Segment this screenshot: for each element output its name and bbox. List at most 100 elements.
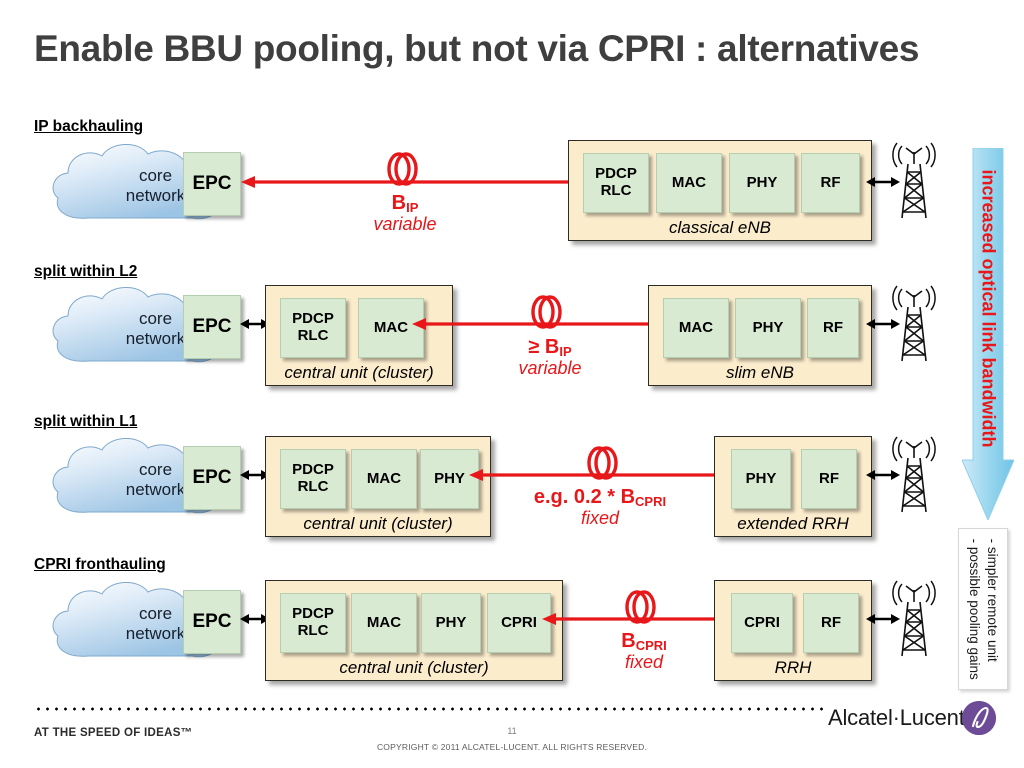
link-symbol-row-2: B	[544, 336, 560, 358]
benefits-note-line-2: - possible pooling gains	[967, 538, 982, 680]
increased-bandwidth-arrow-label: increased optical link bandwidth	[978, 168, 999, 448]
remote-caption-row-1: classical eNB	[668, 218, 772, 237]
cloud-line1-row-4: core	[138, 603, 173, 623]
fiber-coil-icon-row-4	[625, 590, 656, 624]
remote-panel-row-3: PHY RF extended RRH	[714, 436, 872, 537]
remote-caption-row-2: slim eNB	[725, 363, 794, 382]
link-subscript-row-3: CPRI	[635, 494, 667, 509]
cloud-text-row-4: core network	[46, 578, 231, 670]
remote-block-rf-row-2[interactable]: RF	[807, 298, 859, 358]
antenna-tower-icon-row-2	[892, 285, 936, 362]
link-symbol-row-1: B	[391, 192, 407, 214]
link-label-row-3: e.g. 0.2 * BCPRI fixed	[510, 486, 690, 529]
link-label-row-4: BCPRI fixed	[580, 630, 708, 673]
central-caption-row-3: central unit (cluster)	[303, 514, 453, 533]
page-title: Enable BBU pooling, but not via CPRI : a…	[34, 28, 920, 69]
core-network-cloud-row-3: core network	[46, 434, 231, 526]
cloud-line2-row-2: network	[125, 329, 186, 348]
central-block-phy-row-3[interactable]: PHY	[420, 449, 479, 509]
section-label-row-4: CPRI fronthauling	[34, 556, 166, 573]
remote-panel-row-2: MAC PHY RF slim eNB	[648, 285, 872, 386]
epc-block-row-2[interactable]: EPC	[183, 295, 241, 359]
antenna-tower-icon-row-1	[892, 142, 936, 219]
cloud-text-row-2: core network	[46, 283, 231, 375]
alcatel-lucent-logo-icon	[962, 701, 996, 735]
epc-block-row-4[interactable]: EPC	[183, 590, 241, 654]
link-variability-row-2: variable	[518, 358, 582, 378]
increased-bandwidth-arrow-text-wrap: increased optical link bandwidth	[962, 148, 1014, 468]
link-variability-row-3: fixed	[580, 508, 620, 528]
cloud-line2-row-1: network	[125, 186, 186, 205]
link-label-row-1: BIP variable	[340, 192, 470, 235]
central-block-phy-row-4[interactable]: PHY	[421, 593, 481, 653]
fiber-coil-icon-row-3	[587, 446, 618, 480]
remote-block-rf-row-1[interactable]: RF	[801, 153, 860, 213]
remote-block-rf-row-3[interactable]: RF	[801, 449, 857, 509]
remote-block-phy-row-1[interactable]: PHY	[729, 153, 795, 213]
air-interface-arrow-row-3	[866, 470, 900, 480]
link-symbol-row-3: B	[620, 486, 636, 508]
link-prefix-row-3: e.g. 0.2 *	[533, 486, 621, 508]
benefits-note-text-wrap: - simpler remote unit- possible pooling …	[959, 529, 1007, 689]
air-interface-arrow-row-2	[866, 319, 900, 329]
central-block-mac-row-2[interactable]: MAC	[358, 298, 424, 358]
remote-block-phy-row-2[interactable]: PHY	[735, 298, 801, 358]
epc-block-row-3[interactable]: EPC	[183, 446, 241, 510]
remote-block-mac-row-2[interactable]: MAC	[663, 298, 729, 358]
antenna-tower-icon-row-4	[892, 580, 936, 657]
central-block-mac-row-3[interactable]: MAC	[351, 449, 417, 509]
remote-block-phy-row-3[interactable]: PHY	[731, 449, 791, 509]
cloud-line1-row-1: core	[138, 165, 173, 185]
link-prefix-row-2: ≥	[528, 336, 545, 358]
remote-block-rf-row-4[interactable]: RF	[803, 593, 859, 653]
footer-tagline: AT THE SPEED OF IDEAS™	[34, 727, 193, 739]
central-caption-row-2: central unit (cluster)	[284, 363, 434, 382]
cloud-text-row-3: core network	[46, 434, 231, 526]
antenna-tower-icon-row-3	[892, 436, 936, 513]
section-label-row-1: IP backhauling	[34, 118, 144, 135]
section-label-row-2: split within L2	[34, 263, 138, 280]
page-number: 11	[507, 726, 517, 736]
central-block-cpri-row-4[interactable]: CPRI	[487, 593, 551, 653]
link-subscript-row-4: CPRI	[635, 638, 667, 653]
footer-dotted-rule	[34, 706, 824, 712]
footer-copyright: COPYRIGHT © 2011 ALCATEL-LUCENT. ALL RIG…	[376, 742, 648, 752]
link-variability-row-1: variable	[373, 214, 437, 234]
central-block-mac-row-4[interactable]: MAC	[351, 593, 417, 653]
air-interface-arrow-row-4	[866, 614, 900, 624]
core-network-cloud-row-2: core network	[46, 283, 231, 375]
benefits-note-box: - simpler remote unit- possible pooling …	[958, 528, 1008, 690]
remote-caption-row-3: extended RRH	[737, 514, 849, 533]
increased-bandwidth-arrow: increased optical link bandwidth	[962, 148, 1014, 520]
link-subscript-row-1: IP	[406, 200, 419, 215]
remote-panel-row-4: CPRI RF RRH	[714, 580, 872, 681]
brand-wordmark: Alcatel·Lucent	[828, 705, 965, 730]
cloud-line1-row-3: core	[138, 459, 173, 479]
remote-caption-row-4: RRH	[774, 658, 812, 677]
air-interface-arrow-row-1	[866, 177, 900, 187]
remote-block-mac-row-1[interactable]: MAC	[656, 153, 722, 213]
remote-block-cpri-row-4[interactable]: CPRI	[731, 593, 793, 653]
link-label-row-2: ≥ BIP variable	[480, 336, 620, 379]
link-symbol-row-4: B	[621, 630, 636, 652]
epc-block-row-1[interactable]: EPC	[183, 152, 241, 216]
fiber-coil-icon-row-2	[531, 295, 562, 329]
benefits-note-line-1: - simpler remote unit	[985, 538, 1001, 662]
benefits-note-lines: - simpler remote unit- possible pooling …	[965, 538, 1001, 679]
core-network-cloud-row-1: core network	[46, 140, 231, 232]
link-subscript-row-2: IP	[559, 344, 572, 359]
core-network-cloud-row-4: core network	[46, 578, 231, 670]
cloud-line1-row-2: core	[138, 308, 173, 328]
cloud-text-row-1: core network	[46, 140, 231, 232]
central-caption-row-4: central unit (cluster)	[339, 658, 489, 677]
cloud-line2-row-3: network	[125, 480, 186, 499]
